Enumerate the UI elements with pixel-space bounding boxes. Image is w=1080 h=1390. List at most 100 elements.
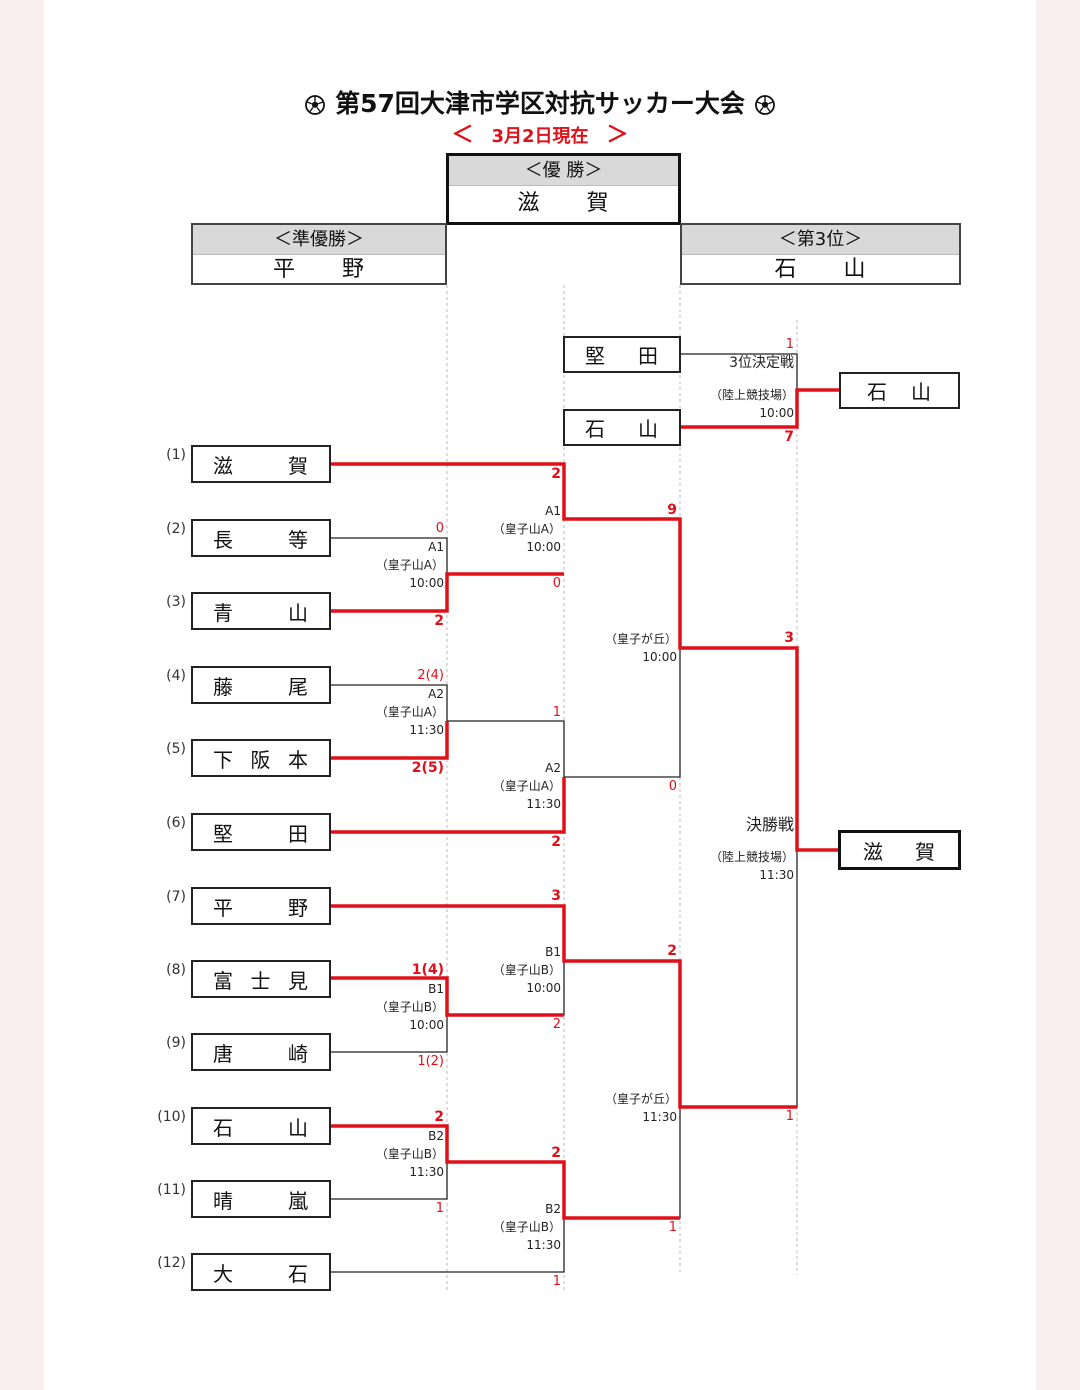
team-name-char: 藤: [213, 674, 234, 699]
score-r2a1-top: 2: [551, 466, 561, 482]
team-seed: (2): [166, 521, 186, 537]
team-seed: (3): [166, 594, 186, 610]
runner-up-heading: ＜準優勝＞: [193, 225, 445, 255]
title-text: 第57回大津市学区対抗サッカー大会: [335, 89, 745, 118]
team-seed: (4): [166, 668, 186, 684]
match-r1a2-info: A2（皇子山A）11:30: [375, 687, 444, 737]
team-name-char: 嵐: [288, 1188, 309, 1213]
score-r2b1-top: 3: [551, 888, 561, 904]
match-r1a1-info: A1（皇子山A）10:00: [375, 540, 444, 590]
runner-up-name: 平 野: [272, 257, 366, 282]
team-name-char: 見: [288, 968, 309, 993]
score-r1b2-top: 2: [434, 1109, 444, 1125]
team-box[interactable]: 藤尾: [191, 666, 331, 704]
team-name-char: 本: [288, 747, 309, 772]
final-winner[interactable]: 滋賀: [838, 830, 961, 870]
as-of-date: ＜3月2日現在＞: [451, 123, 629, 148]
score-r1a2-bot: 2(5): [411, 760, 444, 776]
team-name-char: 田: [288, 821, 309, 846]
team-name-char: 唐: [213, 1041, 234, 1066]
team-name-char: 石: [288, 1261, 309, 1286]
team-name-char: 下: [213, 747, 234, 772]
champion-panel: ＜優 勝＞ 滋 賀: [446, 153, 681, 225]
score-third-bot: 7: [784, 429, 794, 445]
team-name-char: 尾: [288, 674, 309, 699]
score-final-top: 3: [784, 630, 794, 646]
team-name-char: 崎: [288, 1041, 309, 1066]
score-final-bot: 1: [785, 1109, 794, 1124]
team-name-char: 大: [213, 1261, 234, 1286]
third-place-name: 石 山: [774, 257, 867, 282]
champion-name: 滋 賀: [517, 191, 610, 216]
score-r1a1-bot: 2: [434, 613, 444, 629]
score-sf2-top: 2: [667, 943, 677, 959]
third-place-heading: ＜第3位＞: [682, 225, 959, 255]
match-final-info: 決勝戦（陸上競技場）11:30: [709, 815, 794, 882]
team-name-char: 晴: [213, 1188, 234, 1213]
team-name-char: 長: [213, 527, 234, 552]
third-place-panel: ＜第3位＞ 石 山: [680, 223, 961, 285]
score-r2a2-top: 1: [552, 705, 561, 720]
team-name-char: 賀: [288, 453, 309, 478]
team-name-char: 富: [213, 968, 234, 993]
champion-heading: ＜優 勝＞: [449, 156, 678, 186]
match-r1b1-info: B1（皇子山B）10:00: [375, 982, 444, 1032]
runner-up-panel: ＜準優勝＞ 平 野: [191, 223, 447, 285]
third-place-team-bottom[interactable]: 石山: [563, 409, 681, 446]
team-box[interactable]: 大石: [191, 1253, 331, 1291]
team-seed: (9): [166, 1035, 186, 1051]
team-box[interactable]: 石山: [191, 1107, 331, 1145]
team-box[interactable]: 富士見: [191, 960, 331, 998]
score-r2b1-bot: 2: [552, 1017, 561, 1032]
team-seed: (10): [157, 1109, 186, 1125]
team-seed: (1): [166, 447, 186, 463]
third-place-winner[interactable]: 石山: [839, 372, 960, 409]
team-name-char: 滋: [213, 453, 234, 478]
page-title: 第57回大津市学区対抗サッカー大会: [0, 84, 1080, 120]
match-r2a2-info: A2（皇子山A）11:30: [492, 761, 561, 811]
score-r1b1-bot: 1(2): [417, 1054, 444, 1069]
match-r2a1-info: A1（皇子山A）10:00: [492, 504, 561, 554]
team-box[interactable]: 青山: [191, 592, 331, 630]
score-r2b2-bot: 1: [552, 1274, 561, 1289]
team-box[interactable]: 下阪本: [191, 739, 331, 777]
team-name-char: 等: [288, 527, 309, 552]
team-name-char: 阪: [250, 747, 272, 772]
score-sf2-bot: 1: [668, 1220, 677, 1235]
match-sf1-info: （皇子が丘）10:00: [604, 632, 677, 664]
match-r2b1-info: B1（皇子山B）10:00: [492, 945, 561, 995]
team-box[interactable]: 晴嵐: [191, 1180, 331, 1218]
team-box[interactable]: 滋賀: [191, 445, 331, 483]
soccer-ball-icon: [754, 95, 775, 115]
score-r1b2-bot: 1: [435, 1201, 444, 1216]
score-r1a1-top: 0: [435, 521, 444, 536]
team-name-char: 石: [213, 1115, 234, 1140]
team-seed: (5): [166, 741, 186, 757]
team-seed: (8): [166, 962, 186, 978]
score-sf1-bot: 0: [668, 779, 677, 794]
score-sf1-top: 9: [667, 502, 677, 518]
team-name-char: 野: [288, 895, 309, 920]
team-seed: (12): [157, 1255, 186, 1271]
team-seed: (11): [157, 1182, 186, 1198]
team-box[interactable]: 堅田: [191, 813, 331, 851]
score-r2b2-top: 2: [551, 1145, 561, 1161]
score-third-top: 1: [785, 337, 794, 352]
third-place-team-top[interactable]: 堅田: [563, 336, 681, 373]
team-seed: (7): [166, 889, 186, 905]
team-box[interactable]: 平野: [191, 887, 331, 925]
team-seed: (6): [166, 815, 186, 831]
team-name-char: 平: [213, 895, 234, 920]
match-r1b2-info: B2（皇子山B）11:30: [375, 1129, 444, 1179]
team-name-char: 山: [288, 1115, 309, 1140]
team-box[interactable]: 唐崎: [191, 1033, 331, 1071]
soccer-ball-icon: [305, 95, 325, 115]
match-r2b2-info: B2（皇子山B）11:30: [492, 1202, 561, 1252]
team-name-char: 堅: [213, 821, 234, 846]
team-name-char: 士: [250, 968, 272, 993]
team-name-char: 青: [213, 600, 234, 625]
score-r2a1-bot: 0: [552, 576, 561, 591]
team-name-char: 山: [288, 600, 309, 625]
team-box[interactable]: 長等: [191, 519, 331, 557]
